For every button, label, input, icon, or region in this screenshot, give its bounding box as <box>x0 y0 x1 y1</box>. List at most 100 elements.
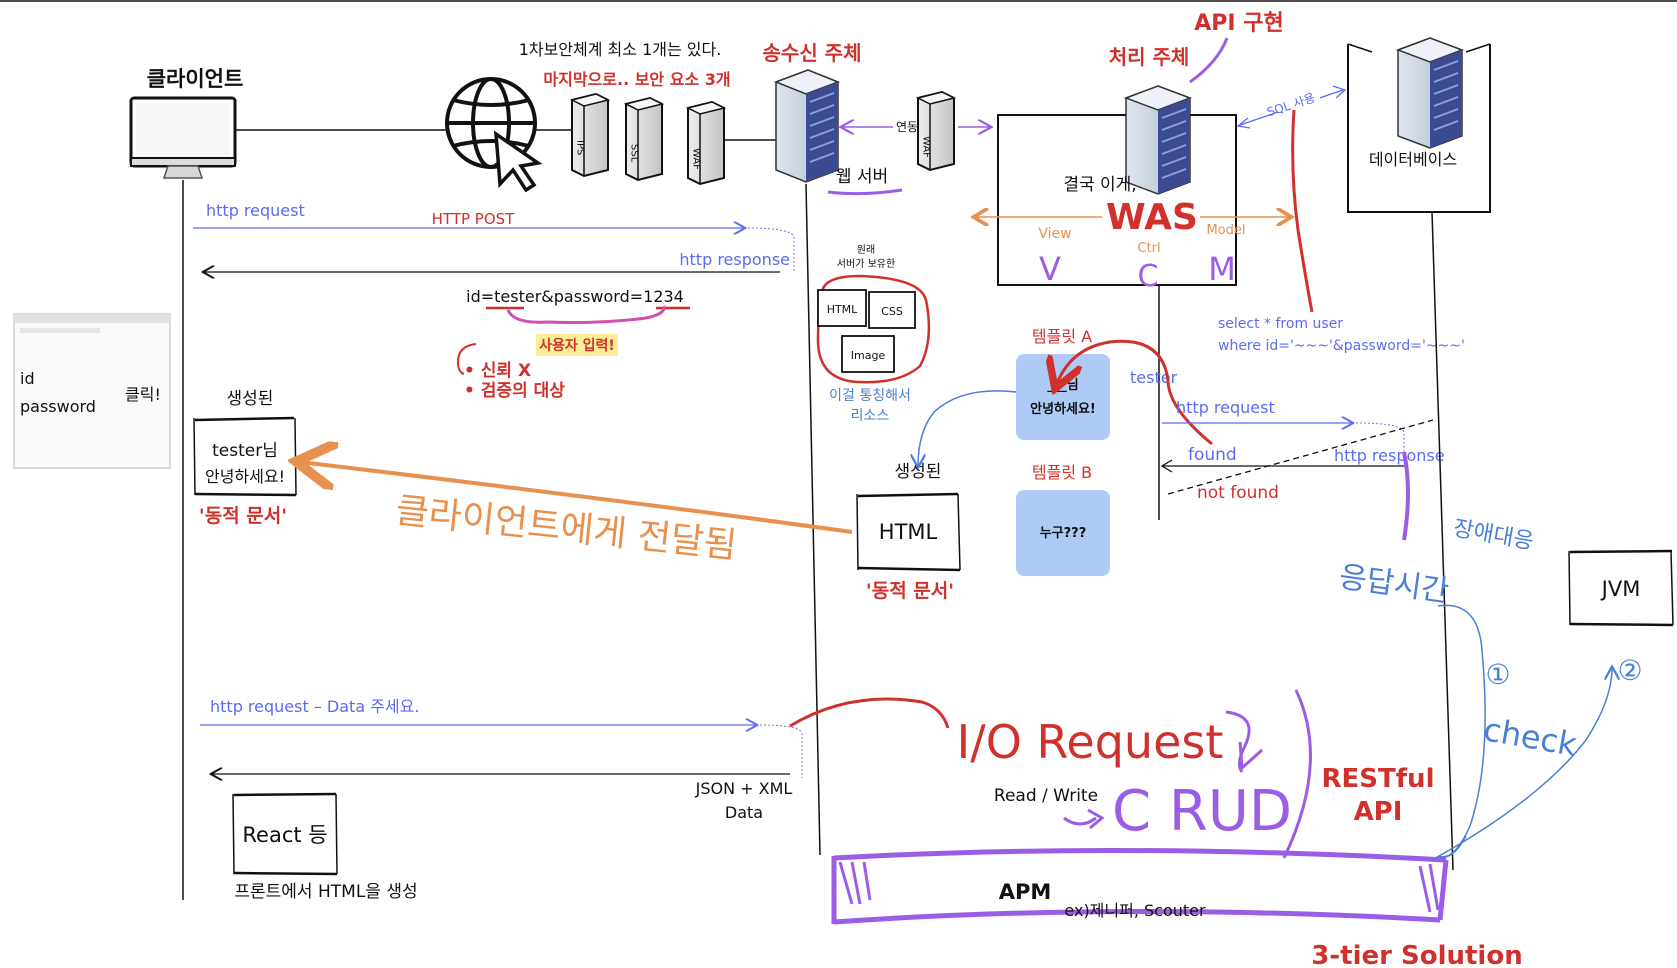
data-label: Data <box>725 803 763 822</box>
login-form-mock: id password 클릭! <box>13 313 171 469</box>
doc-line-1: tester님 <box>212 441 278 461</box>
html-box-label: HTML <box>879 520 938 544</box>
check-arrow <box>1431 668 1612 861</box>
sender-generated-label: 생성된 <box>895 462 942 482</box>
template-a-line-2: 안녕하세요! <box>1030 401 1096 417</box>
not-found-dashed <box>1167 419 1434 495</box>
res-image-label: Image <box>851 349 886 362</box>
rw-to-crud-curve <box>1063 816 1097 826</box>
io-request-pointer <box>789 697 950 729</box>
res-css-label: CSS <box>881 305 903 318</box>
delivered-label: 클라이언트에게 전달됨 <box>394 490 739 567</box>
ssl-firewall-icon: SSL <box>623 96 665 182</box>
verify-label: • 검증의 대상 <box>464 381 565 401</box>
sql-label-bg <box>1262 96 1320 112</box>
sql-line-2: where id='~~~'&password='~~~' <box>1218 338 1465 354</box>
apm-example-label: ex)제니퍼, Scouter <box>1064 901 1206 920</box>
original-line-2: 서버가 보유한 <box>837 258 895 270</box>
resource-html-box: HTML <box>817 289 867 327</box>
trust-x-label: • 신뢰 X <box>464 361 531 381</box>
waf-label: WAF <box>691 148 702 170</box>
was-db-request-label: http request <box>1176 398 1275 417</box>
data-request-curve <box>759 724 803 778</box>
http-request-label: http request <box>206 201 305 220</box>
client-dynamic-doc-box: tester님 안녕하세요! <box>193 416 297 497</box>
user-input-bracket <box>456 343 477 375</box>
web-server-lifeline <box>805 183 821 856</box>
user-input-highlight <box>536 334 618 356</box>
res-html-label: HTML <box>827 303 858 316</box>
api-impl-label: API 구현 <box>1194 11 1283 36</box>
database-server-icon <box>1395 37 1465 149</box>
c-letter: C <box>1138 259 1159 294</box>
check-label: check <box>1481 710 1580 764</box>
apm-bar <box>831 847 1449 925</box>
query-bracket <box>506 305 666 324</box>
client-generated-label: 생성된 <box>227 389 274 409</box>
processor-title: 처리 주체 <box>1109 45 1190 69</box>
restful-label-1: RESTful <box>1322 764 1435 794</box>
model-label: Model <box>1206 223 1245 238</box>
json-xml-label: JSON + XML <box>695 779 793 798</box>
link-label: 연동 <box>896 120 918 134</box>
api-impl-pointer <box>1189 37 1229 84</box>
step-1-label: ① <box>1485 658 1510 691</box>
data-request-label: http request – Data 주세요. <box>210 697 419 716</box>
after-all-label: 결국 이게, <box>1063 175 1136 195</box>
read-write-label: Read / Write <box>994 786 1098 806</box>
resource-image-box: Image <box>841 335 895 373</box>
jvm-label: JVM <box>1600 577 1641 601</box>
step-2-label: ② <box>1617 654 1642 687</box>
form-password-label: password <box>20 397 96 416</box>
template-a-box <box>1016 354 1110 440</box>
was-db-response-label: http response <box>1334 446 1445 465</box>
io-request-label: I/O Request <box>957 715 1224 769</box>
second-waf-icon: WAF <box>915 90 957 172</box>
template-b-text: 누구??? <box>1040 526 1087 541</box>
waf-firewall-icon: WAF <box>685 100 727 186</box>
ips-label: IPS <box>575 140 586 155</box>
resource-css-box: CSS <box>868 291 916 329</box>
sql-arrowhead-left <box>1236 117 1251 129</box>
response-time-label: 응답시간 <box>1337 559 1451 609</box>
react-box-label: React 등 <box>242 823 327 847</box>
generated-html-box: HTML <box>856 492 961 572</box>
sql-use-label: SQL 사용 <box>1265 91 1317 120</box>
web-server-underline <box>827 188 903 196</box>
doc-line-2: 안녕하세요! <box>205 467 285 486</box>
second-waf-label: WAF <box>921 136 932 158</box>
found-label: found <box>1188 445 1237 465</box>
http-response-label: http response <box>679 250 790 269</box>
apm-label: APM <box>999 880 1052 904</box>
v-letter: V <box>1039 250 1061 288</box>
found-to-template-arrow <box>1056 339 1213 446</box>
was-label: WAS <box>1106 197 1198 238</box>
ctrl-label: Ctrl <box>1137 241 1160 256</box>
ssl-label: SSL <box>629 144 640 163</box>
was-db-request-curve <box>1355 422 1405 452</box>
sql-red-pointer <box>1291 109 1314 313</box>
outage-label: 장애대응 <box>1451 516 1535 555</box>
security-note-2: 마지막으로.. 보안 요소 3개 <box>543 70 730 89</box>
internet-globe-icon <box>445 77 543 193</box>
web-server-icon <box>773 69 841 183</box>
click-label: 클릭! <box>125 385 161 404</box>
tester-label: tester <box>1130 368 1178 387</box>
react-caption: 프론트에서 HTML을 생성 <box>234 882 417 902</box>
crud-bracket <box>1282 689 1312 859</box>
was-server-icon <box>1123 85 1193 195</box>
template-a-line-1: ___님 <box>1047 377 1078 393</box>
database-box <box>1347 44 1491 213</box>
resource-caption-2: 리소스 <box>851 408 890 424</box>
user-input-label: 사용자 입력! <box>539 338 615 354</box>
database-title: 데이터베이스 <box>1369 150 1457 169</box>
template-b-label: 템플릿 B <box>1032 463 1092 482</box>
sender-title: 송수신 주체 <box>763 41 862 65</box>
io-curl-head <box>1238 741 1264 772</box>
was-db-response-head <box>1160 459 1173 473</box>
client-title: 클라이언트 <box>147 67 244 91</box>
form-id-label: id <box>20 369 35 388</box>
client-dynamic-doc-label: '동적 문서' <box>199 505 287 527</box>
sql-arrowhead-right <box>1332 85 1347 99</box>
